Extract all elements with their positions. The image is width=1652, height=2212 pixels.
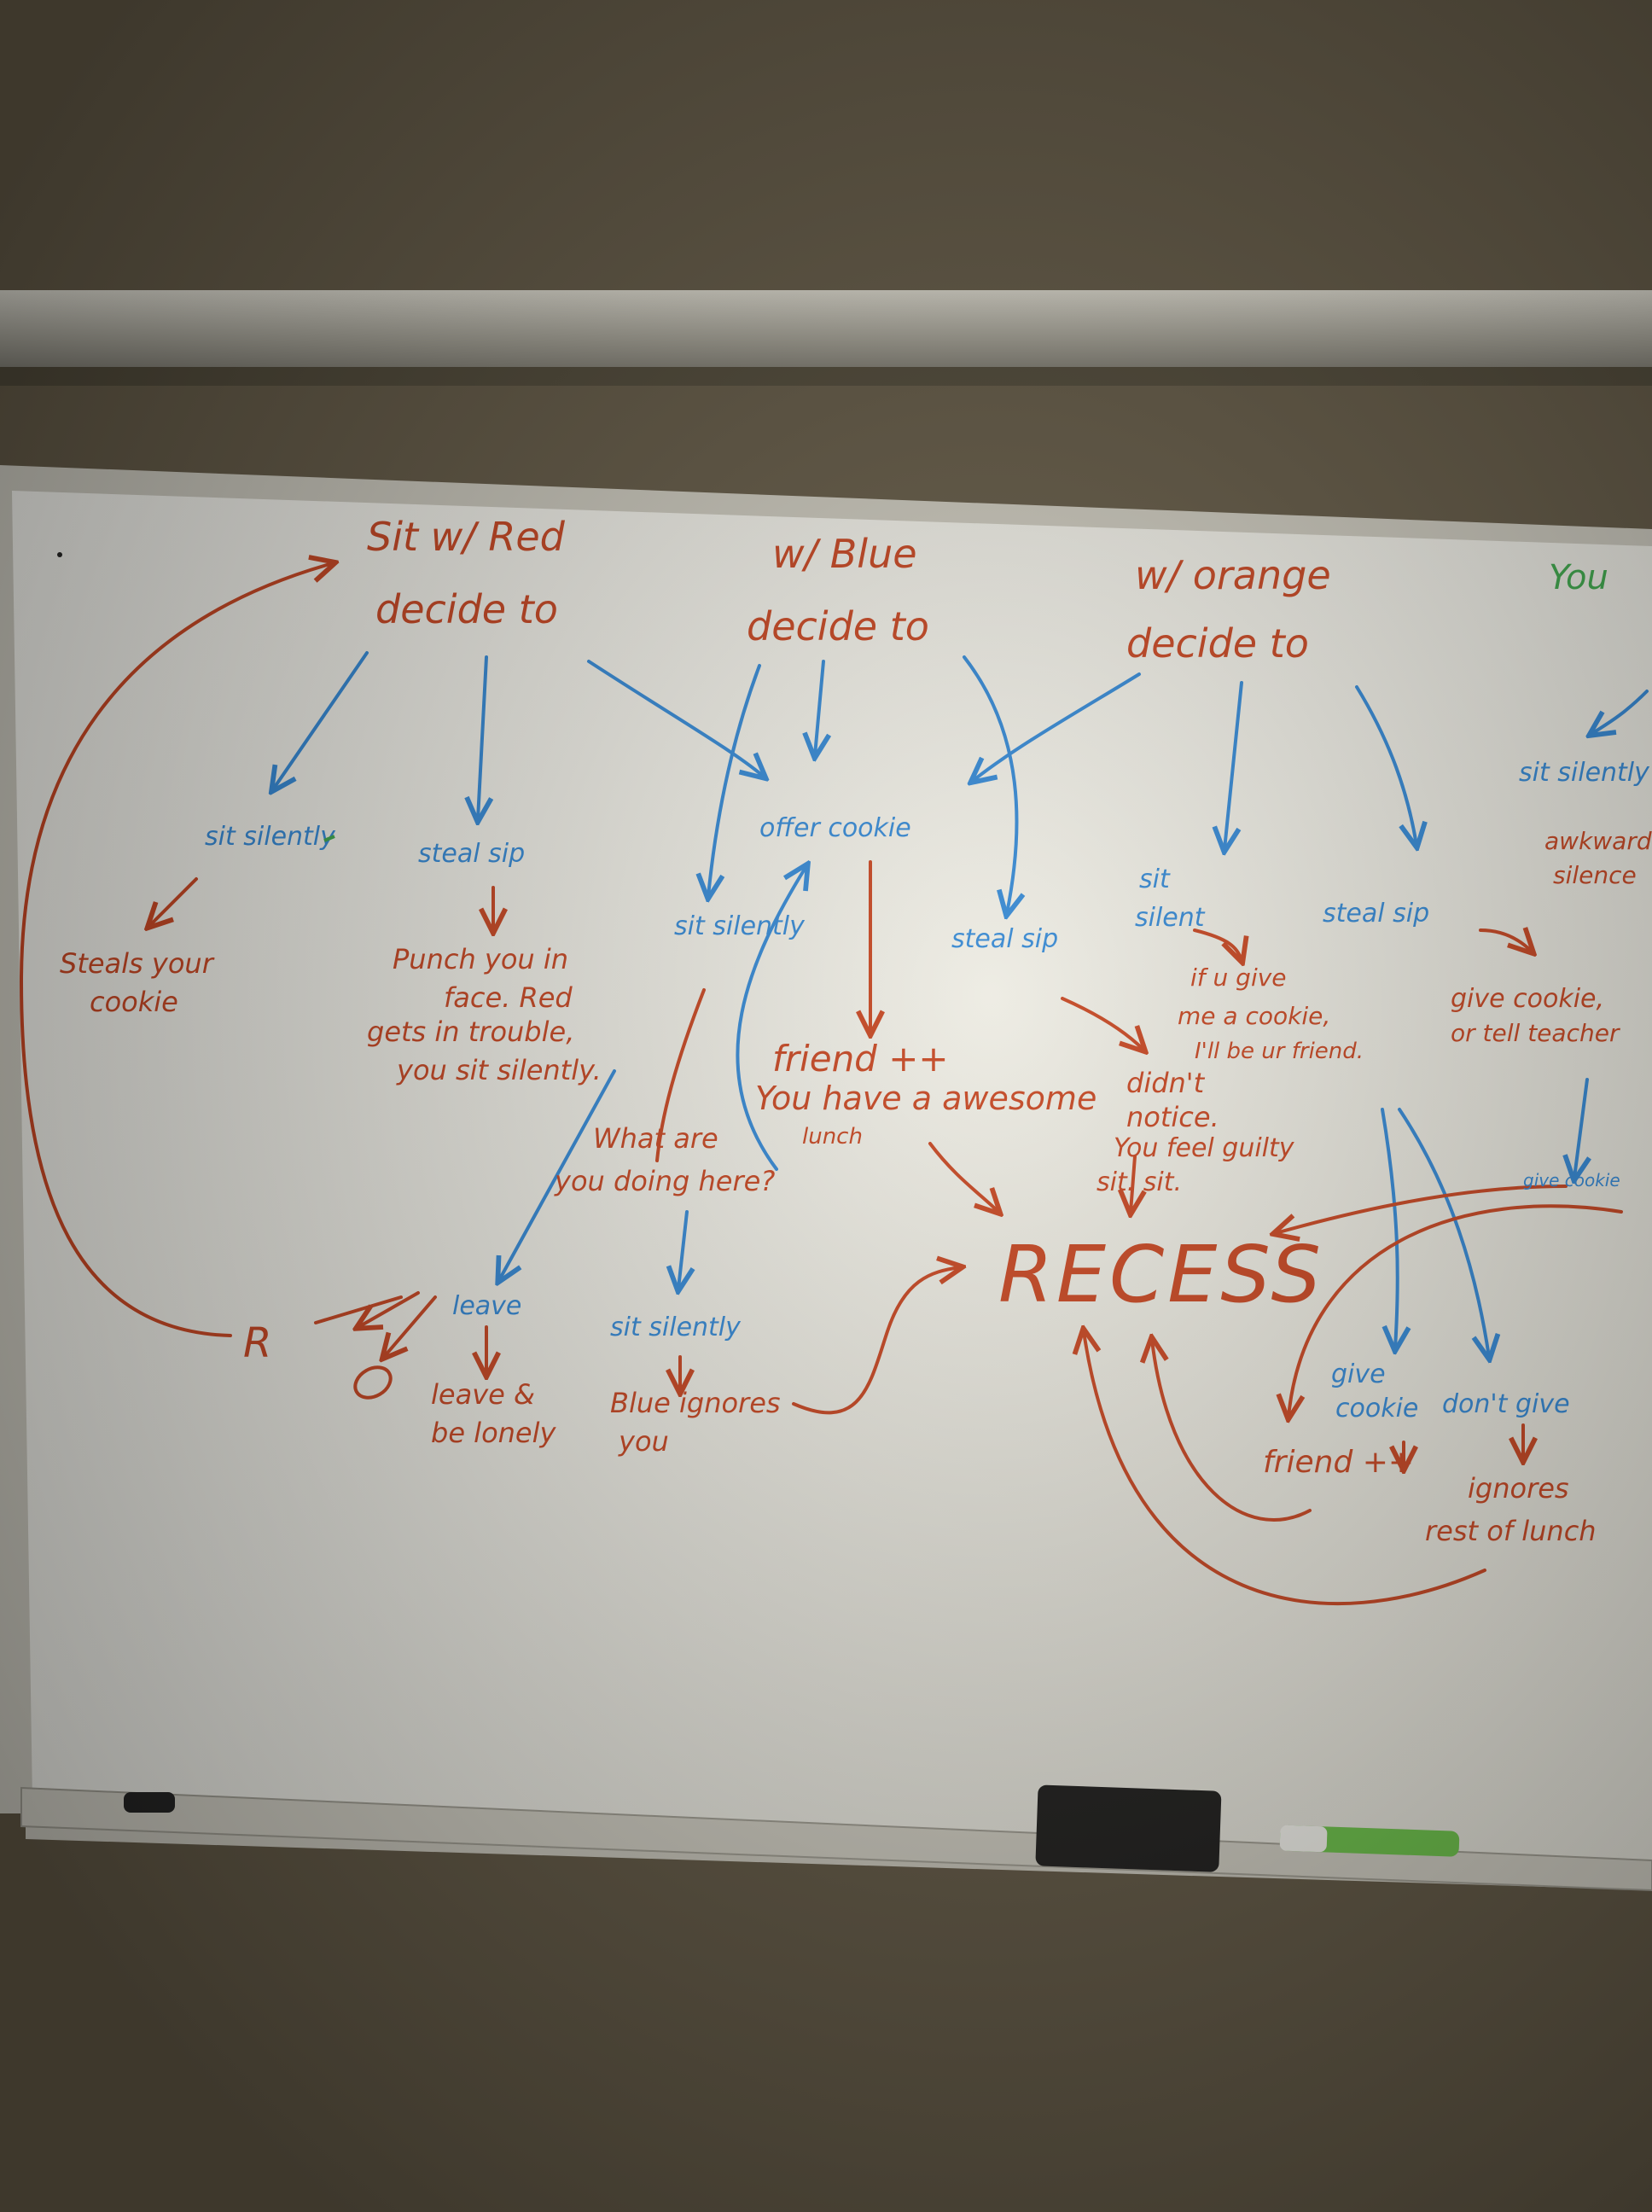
punch-4: you sit silently. [396,1054,602,1086]
edge-sit-silently: sit silently [1519,758,1650,788]
give-cookie-small: give cookie [1523,1170,1620,1190]
orange-sit: sit [1139,864,1171,894]
edge-red-1: awkward [1544,827,1652,855]
orange-silent: silent [1135,903,1206,933]
node-sit-with-red-decide: decide to [375,586,558,632]
orange-steal-sip: steal sip [1323,899,1429,928]
didnt-notice-2: notice. [1126,1101,1219,1133]
blue-ignores-2: you [618,1425,669,1458]
didnt-notice-4: sit. sit. [1096,1167,1182,1197]
steals-cookie-1: Steals your [60,947,215,980]
steals-cookie-2: cookie [90,986,178,1018]
node-with-orange-decide: decide to [1126,620,1309,667]
edge-red-2: silence [1553,861,1637,889]
blue-ignores-1: Blue ignores [610,1387,781,1419]
what-doing-1: What are [593,1122,718,1155]
node-with-blue-decide: decide to [747,603,929,649]
awesome-lunch-2: lunch [802,1124,863,1150]
map-rail [0,290,1652,371]
friend-plus: friend ++ [772,1038,949,1080]
red-sit-silently: sit silently [205,822,336,852]
if-u-give-3: I'll be ur friend. [1195,1039,1364,1064]
give-or-tell-1: give cookie, [1451,984,1604,1014]
give-option-1: give [1331,1359,1386,1389]
leave-option: leave [452,1291,521,1321]
red-steal-sip: steal sip [418,839,525,869]
blue-sit-silently: sit silently [674,911,806,941]
lonely-2: be lonely [431,1417,557,1449]
sit-silently-option: sit silently [610,1313,742,1342]
ignores-1: ignores [1468,1472,1569,1505]
node-with-blue: w/ Blue [772,531,917,577]
what-doing-2: you doing here? [554,1165,775,1197]
give-or-tell-2: or tell teacher [1451,1019,1620,1047]
blue-steal-sip: steal sip [951,924,1058,954]
didnt-notice-3: You feel guilty [1114,1133,1295,1163]
punch-1: Punch you in [393,943,568,975]
if-u-give-2: me a cookie, [1178,1002,1330,1030]
ignores-2: rest of lunch [1425,1515,1597,1547]
whiteboard [0,465,1652,1892]
recess-node: RECESS [998,1229,1324,1320]
eraser [1035,1784,1222,1872]
punch-2: face. Red [444,981,573,1014]
r-label: R [243,1319,271,1367]
give-option-2: cookie [1335,1394,1418,1423]
green-marker [1279,1825,1460,1857]
dont-give-option: don't give [1442,1389,1570,1419]
didnt-notice-1: didn't [1126,1067,1206,1099]
if-u-give-1: if u give [1190,963,1287,992]
node-sit-with-red: Sit w/ Red [367,514,566,560]
offer-cookie: offer cookie [759,813,911,843]
awesome-lunch-1: You have a awesome [755,1080,1096,1117]
orange-friend-plus: friend ++ [1263,1445,1414,1480]
edge-green-text: You [1549,558,1608,597]
punch-3: gets in trouble, [367,1016,574,1048]
lonely-1: leave & [431,1378,535,1411]
node-with-orange: w/ orange [1135,552,1331,598]
